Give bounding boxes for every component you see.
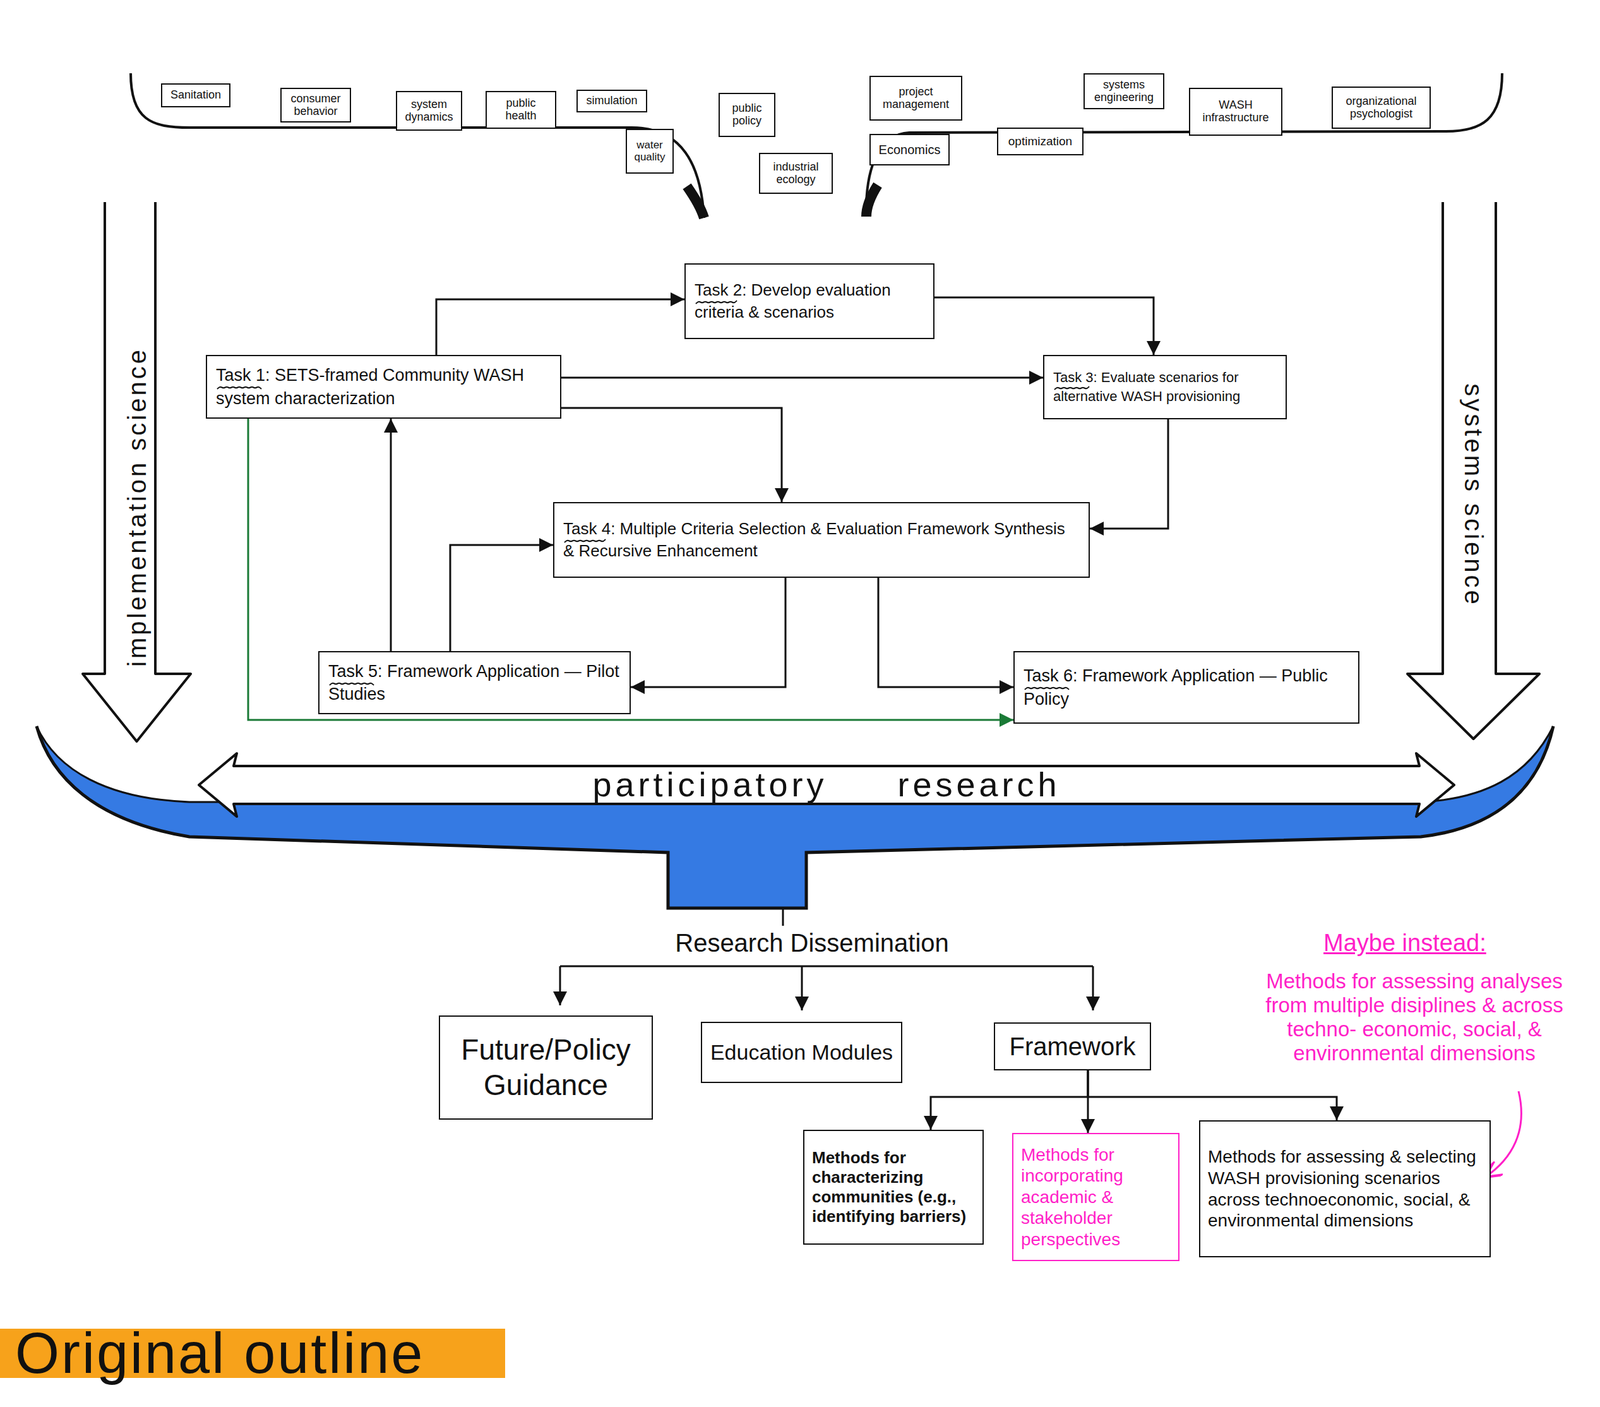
task-box: Task 3: Evaluate scenarios for alternati…: [1043, 354, 1287, 420]
node-text: Task 2: Develop evaluation criteria & sc…: [694, 279, 925, 324]
science-arrow: implementation science: [81, 202, 192, 743]
discipline-box: organizational psychologist: [1331, 86, 1431, 129]
flow-arrow: [561, 407, 782, 502]
flow-arrow: [561, 376, 1044, 379]
arrow-shape: [82, 202, 191, 742]
discipline-box: water quality: [625, 128, 674, 174]
discipline-bracket: [866, 73, 1503, 217]
node-text: Methods for characterizing communities (…: [811, 1147, 975, 1227]
double-arrow-shape: [198, 753, 1455, 817]
branch-arrow: [801, 966, 804, 1011]
stem-line: [782, 907, 785, 926]
node-text: systems engineering: [1087, 78, 1161, 105]
flow-arrow: [1087, 1070, 1090, 1133]
discipline-box: systems engineering: [1083, 73, 1165, 110]
note-text: Methods for assessing analyses from mult…: [1262, 969, 1566, 1066]
outline-tag: Original outline: [0, 1328, 506, 1378]
note-heading: Maybe instead:: [1323, 929, 1487, 958]
discipline-box: Sanitation: [161, 83, 231, 108]
node-text: simulation: [580, 94, 644, 108]
discipline-box: optimization: [997, 127, 1084, 156]
node-text: public policy: [722, 102, 772, 128]
wavy-line: [217, 387, 262, 389]
node-text: Economics: [873, 142, 946, 157]
flow-arrow: [878, 577, 1014, 687]
bracket-tip: [686, 186, 705, 218]
node-text: systems science: [1459, 383, 1488, 607]
discipline-box: system dynamics: [395, 90, 463, 131]
output-box: Education Modules: [700, 1021, 903, 1083]
task-box: Task 2: Develop evaluation criteria & sc…: [684, 263, 935, 340]
task-box: Task 4: Multiple Criteria Selection & Ev…: [553, 501, 1090, 578]
arrow-shape: [1407, 202, 1540, 739]
node-text: Methods for incorporating academic & sta…: [1020, 1144, 1171, 1251]
wavy-line: [1054, 386, 1090, 390]
section-label: Research Dissemination: [674, 928, 950, 958]
node-text: system dynamics: [399, 98, 459, 124]
discipline-box: consumer behavior: [280, 87, 352, 123]
node-text: Task 6: Framework Application — Public P…: [1023, 664, 1350, 711]
method-box: Methods for assessing & selecting WASH p…: [1199, 1120, 1491, 1258]
flow-arrow: [248, 418, 1014, 720]
method-box: Methods for characterizing communities (…: [803, 1129, 984, 1245]
node-text: Sanitation: [164, 89, 227, 102]
participation-basin: [36, 726, 1554, 908]
discipline-box: simulation: [576, 89, 648, 113]
node-text: Future/Policy Guidance: [443, 1032, 648, 1102]
node-text: Task 3: Evaluate scenarios for alternati…: [1053, 368, 1277, 406]
node-text: industrial ecology: [762, 161, 830, 187]
node-text: Task 1: SETS-framed Community WASH syste…: [215, 363, 552, 410]
wavy-line: [1024, 687, 1069, 690]
method-box-highlighted: Methods for incorporating academic & sta…: [1012, 1132, 1180, 1261]
branch-line: [560, 965, 1093, 968]
flow-arrow: [1087, 1070, 1337, 1121]
task-box: Task 5: Framework Application — Pilot St…: [318, 650, 631, 715]
task-box: Task 6: Framework Application — Public P…: [1013, 650, 1360, 724]
flow-arrow: [1089, 419, 1169, 529]
node-text: project management: [873, 85, 959, 112]
node-text: optimization: [1000, 135, 1080, 149]
task-box: Task 1: SETS-framed Community WASH syste…: [205, 354, 562, 419]
node-text: organizational psychologist: [1335, 95, 1427, 121]
output-box: Framework: [993, 1022, 1152, 1071]
wavy-line: [564, 539, 606, 543]
wavy-line: [695, 300, 737, 304]
bracket-tip: [866, 185, 878, 217]
node-text: Original outline: [15, 1328, 506, 1378]
node-text: implementation science: [123, 347, 151, 667]
node-text: Framework: [998, 1031, 1147, 1062]
node-text: public health: [489, 97, 553, 123]
branch-arrow: [559, 966, 562, 1006]
node-text: consumer behavior: [284, 92, 348, 119]
flow-arrow: [390, 418, 393, 651]
node-text: Methods for assessing & selecting WASH p…: [1207, 1146, 1482, 1231]
discipline-bracket: [130, 73, 705, 218]
wavy-line: [329, 682, 374, 685]
discipline-box: project management: [869, 75, 963, 121]
basin-outline: [36, 726, 1554, 908]
flow-arrow: [630, 577, 786, 687]
science-arrow: systems science: [1406, 202, 1541, 741]
flow-arrow: [436, 299, 685, 355]
node-text: Task 4: Multiple Criteria Selection & Ev…: [563, 517, 1080, 562]
flow-arrow: [450, 544, 554, 651]
node-text: participatory research: [198, 765, 1455, 804]
discipline-box: public policy: [718, 92, 776, 138]
output-box: Future/Policy Guidance: [438, 1015, 653, 1120]
branch-arrow: [1092, 966, 1095, 1011]
node-text: water quality: [629, 139, 670, 163]
participatory-arrow: participatory research: [198, 753, 1455, 817]
discipline-box: industrial ecology: [758, 152, 833, 194]
discipline-box: public health: [485, 90, 557, 129]
discipline-box: Economics: [869, 133, 950, 166]
node-text: Education Modules: [705, 1039, 898, 1066]
node-text: WASH infrastructure: [1192, 99, 1279, 125]
flow-arrow: [934, 297, 1154, 355]
discipline-box: WASH infrastructure: [1188, 87, 1283, 136]
flow-arrow: [930, 1070, 1088, 1130]
node-text: Task 5: Framework Application — Pilot St…: [328, 659, 621, 706]
